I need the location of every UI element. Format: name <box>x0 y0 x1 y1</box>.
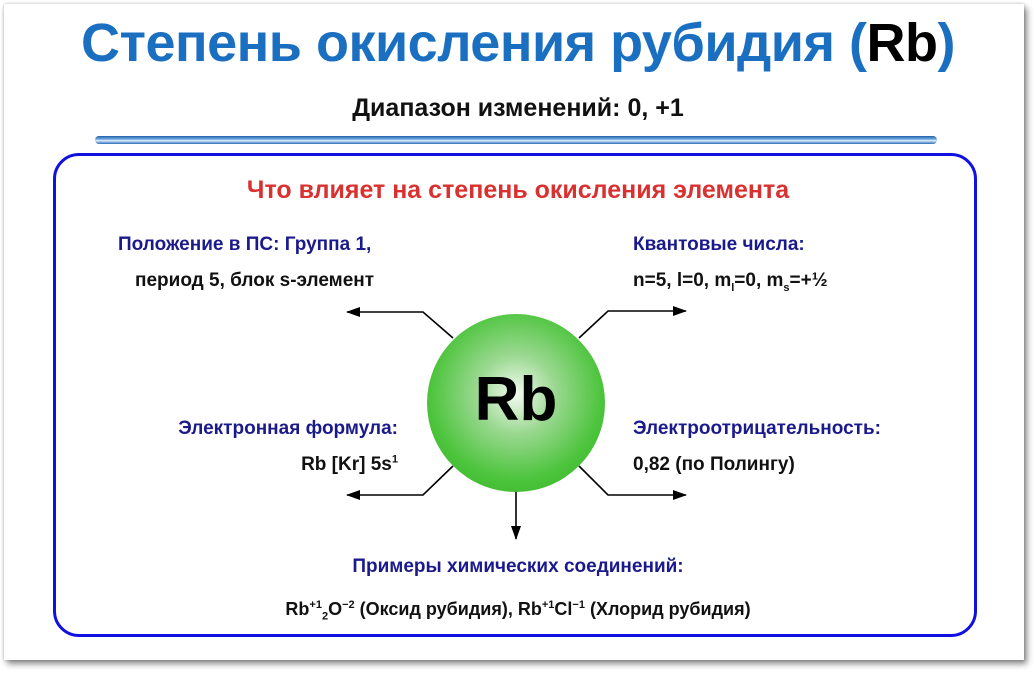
rb2o-name: (Оксид рубидия), <box>354 599 518 619</box>
range-subtitle: Диапазон изменений: 0, +1 <box>352 94 684 122</box>
title-text: Степень окисления рубидия ( <box>81 13 867 73</box>
rbcl-rb-ox: +1 <box>541 599 555 611</box>
title-divider <box>95 136 937 144</box>
qn-ms-val: =+½ <box>789 270 828 291</box>
arrow-top-left <box>346 307 454 339</box>
arrow-bottom-right <box>578 465 687 500</box>
page-title: Степень окисления рубидия (Rb) <box>0 10 1036 76</box>
panel-heading: Что влияет на степень окисления элемента <box>246 176 790 204</box>
quantum-numbers-label: Квантовые числа: <box>633 234 805 255</box>
rb2o-o-ox: −2 <box>342 599 355 611</box>
qn-ms-sub: s <box>783 281 790 294</box>
qn-n-l: n=5, l=0, m <box>633 270 732 291</box>
title-symbol: Rb <box>866 13 938 73</box>
element-circle: Rb <box>427 314 605 492</box>
rb2o-rb: Rb <box>285 599 310 619</box>
element-symbol: Rb <box>474 364 558 434</box>
examples-label: Примеры химических соединений: <box>352 556 684 577</box>
rbcl-cl: Cl <box>554 599 573 619</box>
position-value: период 5, блок s-элемент <box>135 270 375 291</box>
arrow-top-right <box>578 306 687 339</box>
rb2o-index: 2 <box>321 610 329 623</box>
examples-value: Rb+12O−2 (Оксид рубидия), Rb+1Cl−1 (Хлор… <box>0 597 1036 623</box>
electron-formula-text: Rb [Kr] 5s <box>301 454 392 475</box>
qn-ml-sub: l <box>731 281 735 294</box>
arrow-bottom-left <box>346 465 454 500</box>
qn-ml-val: =0, m <box>734 270 784 291</box>
position-label: Положение в ПС: Группа 1, <box>118 234 372 255</box>
electronegativity-label: Электроотрицательность: <box>633 418 881 439</box>
rbcl-cl-ox: −1 <box>572 599 585 611</box>
electronegativity-value: 0,82 (по Полингу) <box>633 454 795 475</box>
electron-formula-label: Электронная формула: <box>178 418 398 439</box>
title-close-paren: ) <box>937 13 955 73</box>
rbcl-rb: Rb <box>517 599 542 619</box>
rb2o-rb-ox: +1 <box>309 599 322 611</box>
rbcl-name: (Хлорид рубидия) <box>584 599 751 619</box>
electron-formula-value: Rb [Kr] 5s1 <box>200 453 398 477</box>
rb2o-o: O <box>328 599 343 619</box>
quantum-numbers-value: n=5, l=0, ml=0, ms=+½ <box>633 269 828 293</box>
electron-formula-sup: 1 <box>391 453 398 466</box>
